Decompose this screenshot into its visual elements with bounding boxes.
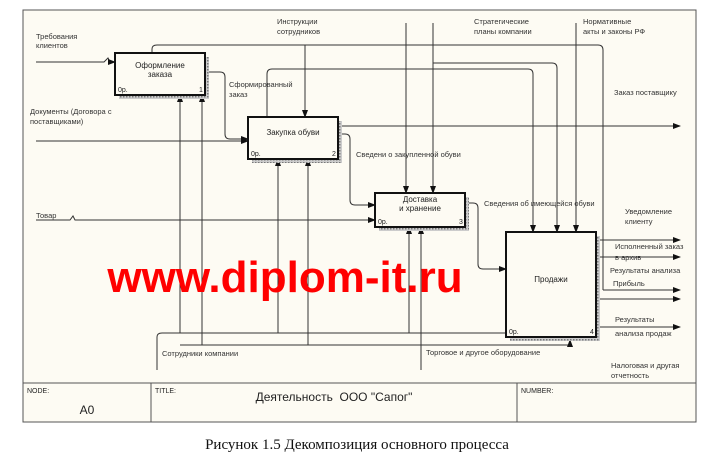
label-client-notice: клиенту xyxy=(625,217,653,226)
box-label: и хранение xyxy=(399,204,441,213)
label-regulations: Нормативные xyxy=(583,17,631,26)
label-strategic-plans: Стратегические xyxy=(474,17,529,26)
watermark: www.diplom-it.ru xyxy=(106,253,462,302)
label-tax-reports: Налоговая и другая xyxy=(611,361,679,370)
box-label: Продажи xyxy=(534,275,567,284)
number-label: NUMBER: xyxy=(521,388,553,395)
arrow-purchased-info xyxy=(338,133,376,208)
arrow-control-4a xyxy=(266,68,536,233)
label-available-info: Сведения об имеющейся обуви xyxy=(484,199,595,208)
box-number: 4 xyxy=(590,329,594,336)
label-staff: Сотрудники компании xyxy=(162,349,238,358)
label-regulations: акты и законы РФ xyxy=(583,27,645,36)
box-number: 3 xyxy=(459,219,463,226)
node-label: NODE: xyxy=(27,388,49,395)
title-value: Деятельность ООО "Сапог" xyxy=(256,390,413,404)
label-formed-order: Сформированный xyxy=(229,80,293,89)
activity-box-3[interactable]: Доставка и хранение 0р. 3 xyxy=(374,192,469,231)
box-number: 1 xyxy=(199,87,203,94)
arrow-lines xyxy=(36,23,681,370)
arrow-goods xyxy=(36,215,376,223)
arrow-staff xyxy=(156,330,548,370)
label-formed-order: заказ xyxy=(229,90,248,99)
label-requirements: Требования xyxy=(36,32,77,41)
label-purchased-info: Сведени о закупленной обуви xyxy=(356,150,461,159)
label-instructions: Инструкции xyxy=(277,17,318,26)
arrow-control-1 xyxy=(151,44,604,290)
label-requirements: клиентов xyxy=(36,41,68,50)
label-tax-reports: отчетность xyxy=(611,371,649,380)
title-label: TITLE: xyxy=(155,388,176,395)
activity-box-1[interactable]: Оформление заказа 0р. 1 xyxy=(114,52,209,99)
label-goods: Товар xyxy=(36,211,56,220)
activity-box-2[interactable]: Закупка обуви 0р. 2 xyxy=(247,116,342,163)
arrow-labels: Требования клиентов Документы (Договора … xyxy=(30,17,684,380)
arrow-equipment xyxy=(180,339,573,347)
label-analysis-results: Результаты анализа xyxy=(610,266,681,275)
label-client-notice: Уведомление xyxy=(625,207,672,216)
figure-caption: Рисунок 1.5 Декомпозиция основного проце… xyxy=(205,437,509,453)
arrow-requirements xyxy=(36,57,116,65)
box-label: Доставка xyxy=(403,195,438,204)
label-supplier-order: Заказ поставщику xyxy=(614,88,677,97)
box-label: Оформление xyxy=(135,61,185,70)
arrow-formed-order xyxy=(205,71,249,142)
arrow-control-4b xyxy=(433,62,560,233)
label-sales-analysis: Результаты xyxy=(615,315,655,324)
label-strategic-plans: планы компании xyxy=(474,27,532,36)
label-documents: поставщиками) xyxy=(30,117,84,126)
label-sales-analysis: анализа продаж xyxy=(615,329,672,338)
box-number: 2 xyxy=(332,151,336,158)
title-block: NODE: A0 TITLE: Деятельность ООО "Сапог"… xyxy=(22,382,697,423)
node-value: A0 xyxy=(80,403,95,417)
box-label: заказа xyxy=(148,70,173,79)
activity-box-4[interactable]: Продажи 0р. 4 xyxy=(505,231,600,341)
box-cost: 0р. xyxy=(118,87,128,94)
label-archived-order: Исполненный заказ xyxy=(615,242,684,251)
box-label: Закупка обуви xyxy=(266,128,319,137)
label-archived-order: в архив xyxy=(615,253,641,262)
box-cost: 0р. xyxy=(251,151,261,158)
label-instructions: сотрудников xyxy=(277,27,320,36)
arrow-available-info xyxy=(465,202,507,272)
label-equipment: Торговое и другое оборудование xyxy=(426,348,540,357)
box-cost: 0р. xyxy=(509,329,519,336)
label-profit: Прибыль xyxy=(613,279,645,288)
box-cost: 0р. xyxy=(378,219,388,226)
label-documents: Документы (Договора с xyxy=(30,107,112,116)
